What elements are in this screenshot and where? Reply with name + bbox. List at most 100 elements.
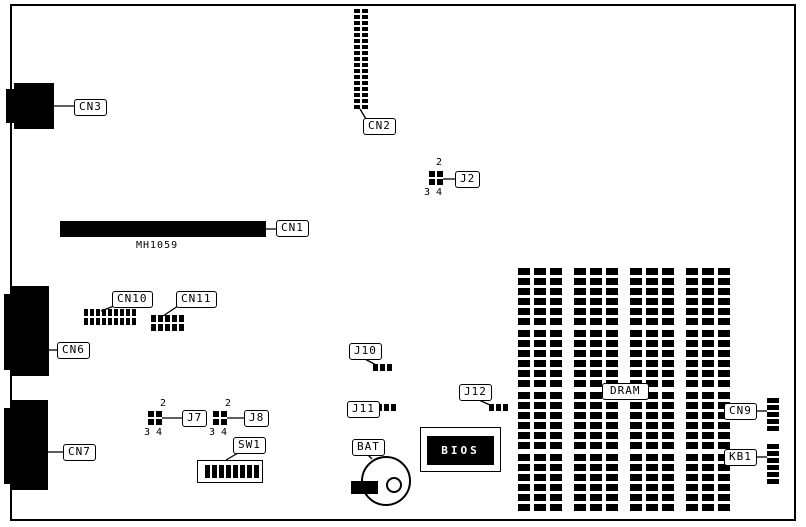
pin-pad [630,340,642,347]
pin-pad [686,370,698,377]
pin-pad [550,412,562,419]
pin-pad [518,288,530,295]
pin-pad [518,474,530,481]
pin-pad [534,350,546,357]
battery-clip [386,477,402,493]
pin-pad [165,315,170,322]
pin-pad [362,99,368,103]
pin-pad [662,422,674,429]
pin-pad [718,464,730,471]
dram-chip [518,330,562,387]
pin-pad [148,419,154,425]
pin-pad [590,494,602,501]
pin-pad [574,474,586,481]
pin-pad [662,340,674,347]
dram-chip [518,454,562,511]
dram-chip [574,454,618,511]
pin-pad [550,308,562,315]
pin-pad [574,442,586,449]
dram-chip [518,392,562,449]
pin-pad [702,298,714,305]
pin-pad [221,411,227,417]
pin-pad [550,350,562,357]
pin-pad [354,45,360,49]
dram-chip [686,268,730,325]
pin-pad [767,465,779,470]
cn7-bracket [4,408,11,484]
pin-pad [550,360,562,367]
pin-pad [646,340,658,347]
pin-pad [686,422,698,429]
pin-pad [574,318,586,325]
part-number-text: MH1059 [136,240,179,251]
pin-pad [702,464,714,471]
pin-pad [590,380,602,387]
pin-pad [702,454,714,461]
pin-pad [387,364,392,371]
pin-pad [702,330,714,337]
pin-pad [718,432,730,439]
pin-pad [362,75,368,79]
cn3-connector [14,83,54,129]
pin-pad [702,402,714,409]
pin-pad [380,364,385,371]
pin-pad [132,318,136,325]
pin-pad [221,419,227,425]
pin-pad [686,360,698,367]
pin-pad [702,278,714,285]
pin-pad [606,308,618,315]
cn6-bracket [4,294,11,370]
pin-pad [767,479,779,484]
pin-pad [590,454,602,461]
pin-pad [518,278,530,285]
pin-pad [518,412,530,419]
pin-pad [574,412,586,419]
pin-pad [630,360,642,367]
pin-pad [718,484,730,491]
pin-pad [354,57,360,61]
pin-pad [686,474,698,481]
pin-pad [391,404,396,411]
pin-pad [518,422,530,429]
pin-pad [686,268,698,275]
j11-label: J11 [347,401,380,418]
pin-pad [686,454,698,461]
pin-pad [767,451,779,456]
pin-pad [114,318,118,325]
pin-pad [702,370,714,377]
pin-pad [534,422,546,429]
pin-pad [518,432,530,439]
pin-pad [362,81,368,85]
pin-pad [354,93,360,97]
pin-pad [354,99,360,103]
pin-pad [534,360,546,367]
pin-pad [686,402,698,409]
j12-label: J12 [459,384,492,401]
j10-label: J10 [349,343,382,360]
pin-pad [574,494,586,501]
pin-pad [702,484,714,491]
pin-pad [702,360,714,367]
pin-pad [606,318,618,325]
pin-pad [132,309,136,316]
pin-pad [686,392,698,399]
pin-pad [590,422,602,429]
pin-pad [718,268,730,275]
j8-pin2-number: 2 [225,398,232,409]
pin-pad [646,442,658,449]
pin-pad [662,412,674,419]
pin-pad [534,380,546,387]
pin-pad [84,309,88,316]
pin-pad [518,380,530,387]
pin-pad [767,426,779,431]
pin-pad [219,465,224,478]
pin-pad [574,360,586,367]
pin-pad [590,370,602,377]
j7-pin4-number: 4 [156,427,163,438]
pin-pad [362,27,368,31]
pin-pad [702,308,714,315]
pin-pad [534,464,546,471]
pin-pad [686,442,698,449]
pin-pad [151,324,156,331]
pin-pad [662,370,674,377]
